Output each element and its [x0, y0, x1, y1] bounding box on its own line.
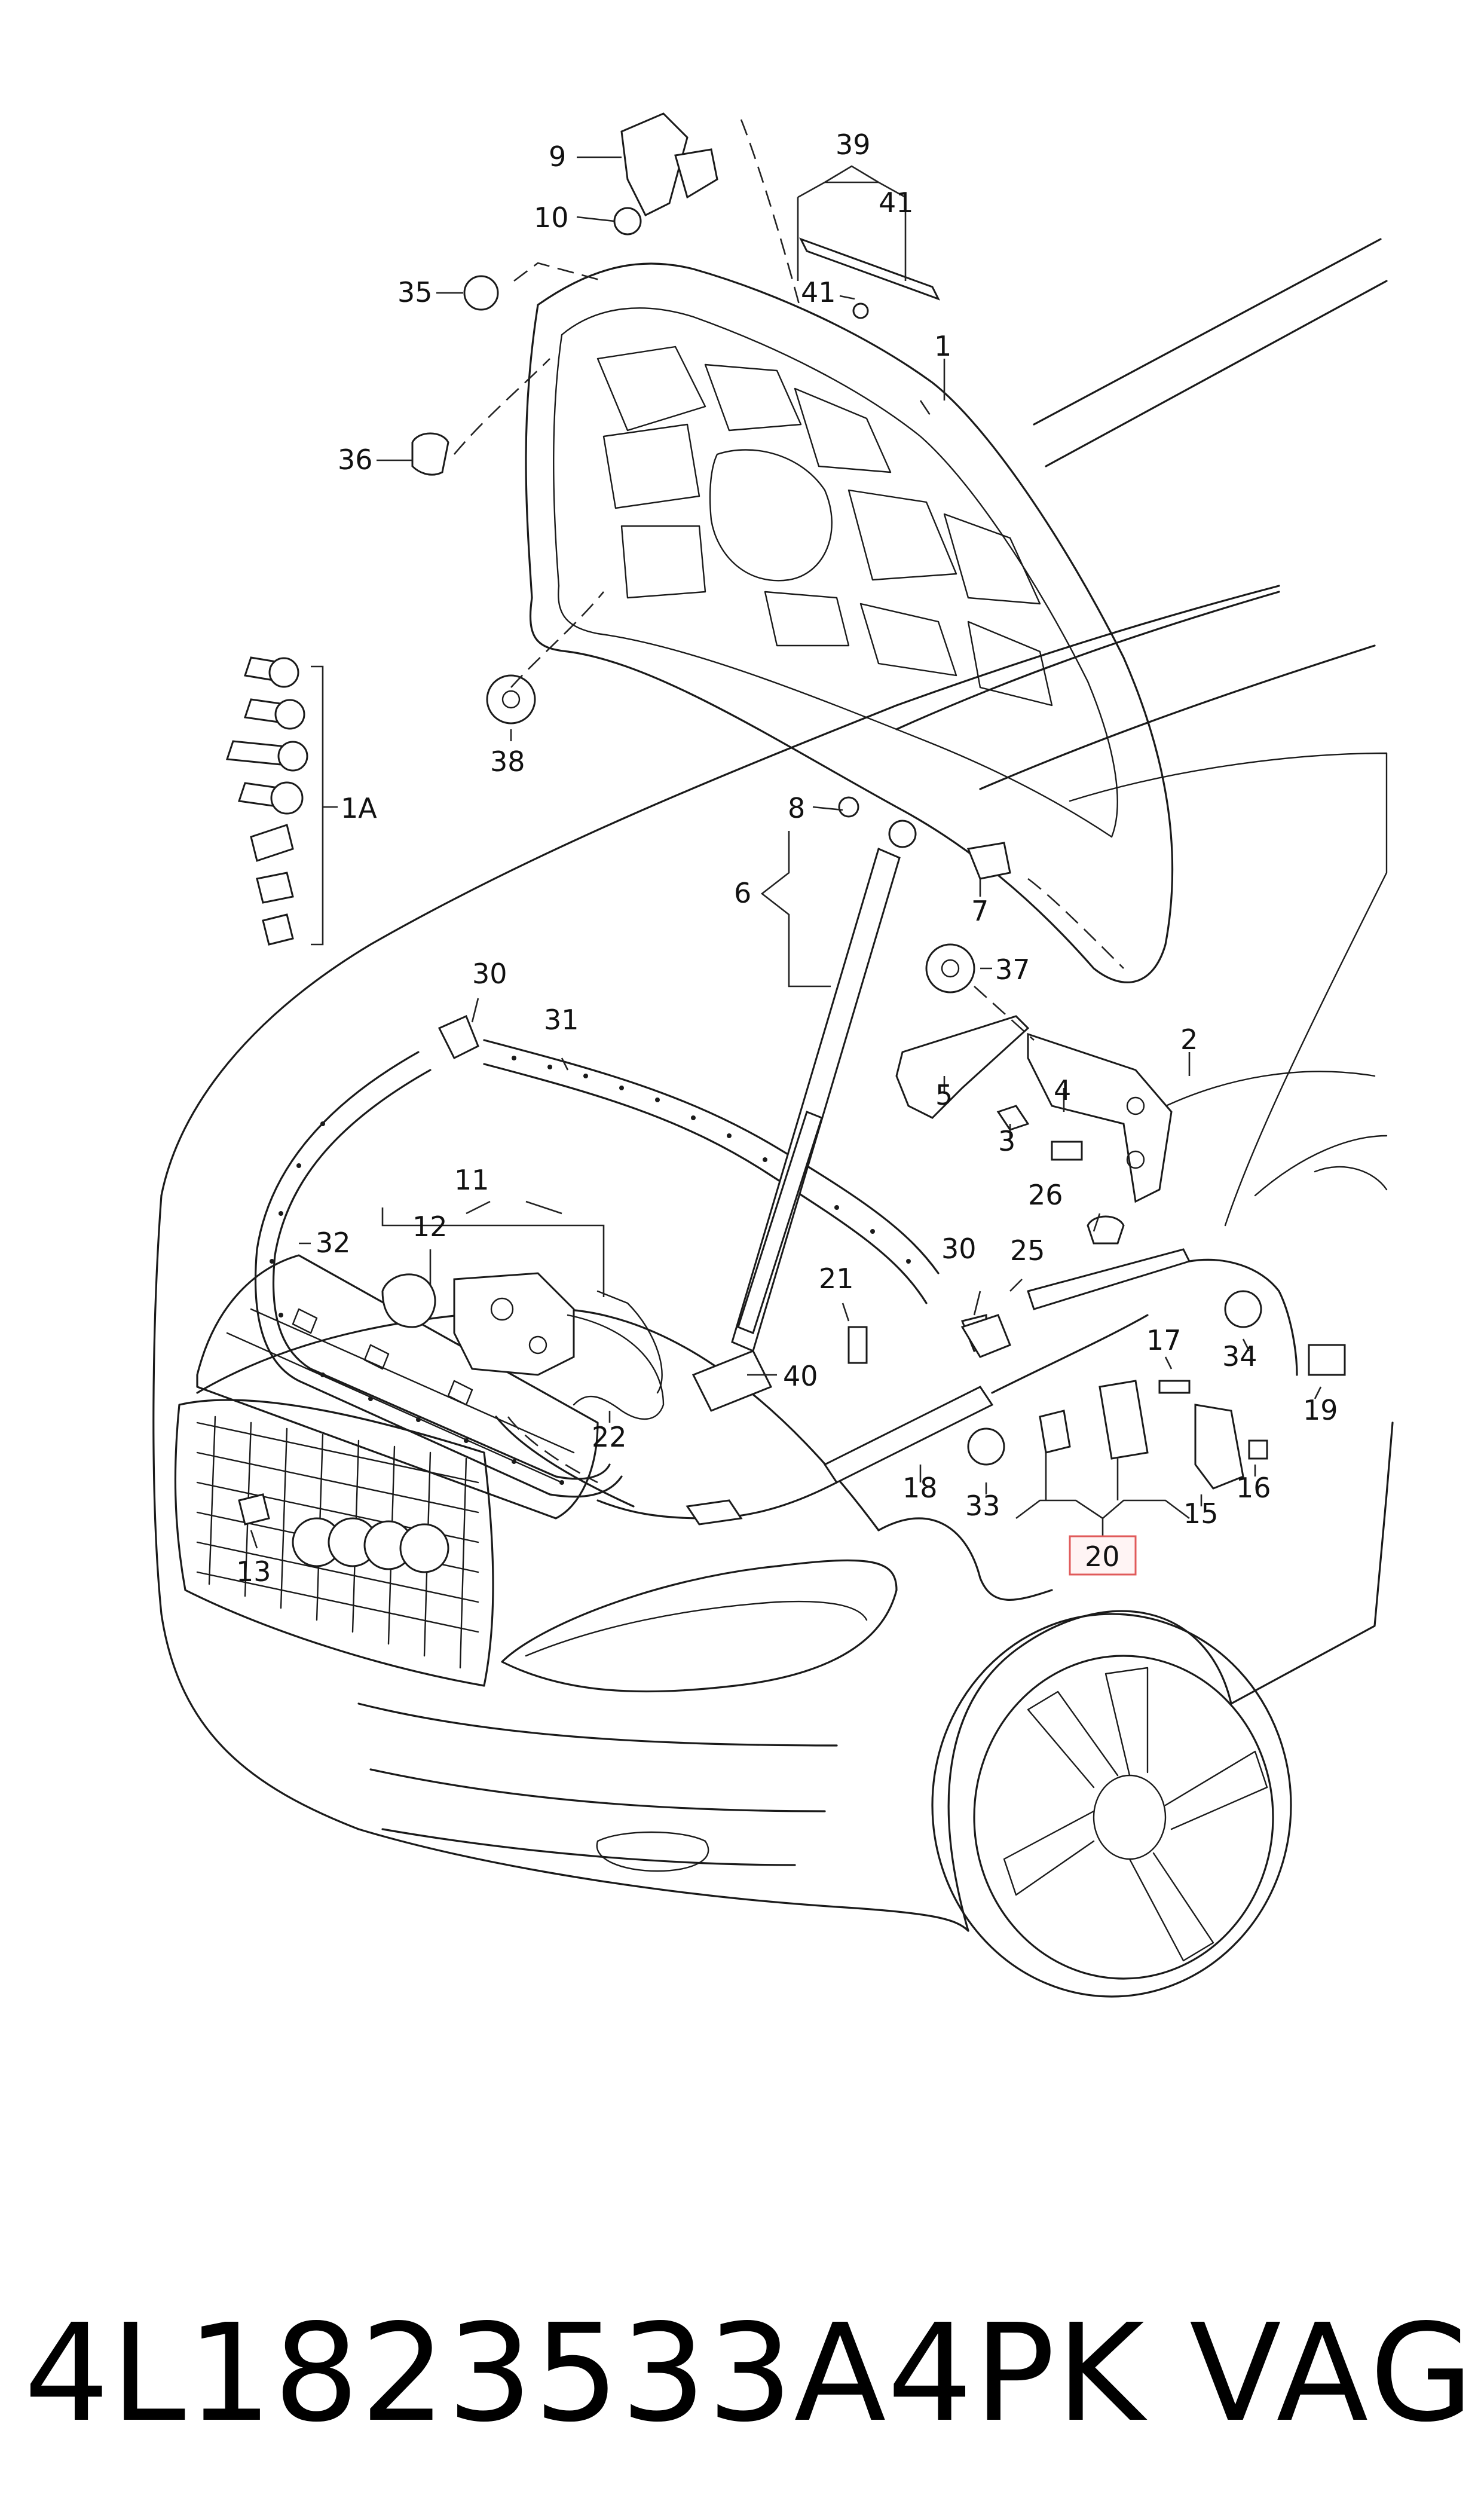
brand-name: VAG: [1189, 2295, 1477, 2452]
callout-34: 34: [1222, 1340, 1257, 1372]
small-parts: [238, 112, 1346, 1526]
callout-5: 5: [935, 1079, 953, 1111]
callout-38: 38: [490, 745, 525, 778]
callout-32: 32: [316, 1227, 351, 1259]
callout-10: 10: [534, 201, 569, 234]
callout-17: 17: [1146, 1324, 1182, 1356]
callout-41a: 41: [879, 187, 914, 219]
callout-4: 4: [1054, 1074, 1071, 1106]
lock-carrier: [196, 1254, 599, 1520]
callout-1A: 1A: [341, 792, 377, 824]
callout-1: 1: [934, 330, 951, 362]
callout-7: 7: [971, 895, 989, 927]
callout-39: 39: [836, 129, 871, 161]
callout-41b: 41: [801, 276, 836, 308]
callout-18: 18: [902, 1472, 938, 1504]
callout-40: 40: [783, 1360, 818, 1392]
gas-strut: [691, 820, 917, 1412]
callout-31: 31: [544, 1004, 579, 1036]
seal-31: [270, 1039, 940, 1485]
callout-13: 13: [236, 1555, 271, 1588]
callout-25: 25: [1010, 1234, 1045, 1267]
leader-lines: [250, 156, 1322, 1549]
part-number: 4L1823533A4PK: [24, 2295, 1146, 2452]
callout-labels: 9 10 35 36 39 41 41 1 38 1A 8 6 7 37 2 5…: [236, 129, 1338, 1588]
grille: [174, 1399, 494, 1687]
footer: 4L1823533A4PK VAG: [0, 2295, 1484, 2493]
callout-9: 9: [549, 140, 566, 173]
headlight-bumper: [357, 1559, 898, 1872]
callout-36: 36: [338, 444, 373, 476]
bonnet: [525, 262, 1174, 983]
callout-35: 35: [397, 276, 433, 308]
highlight-box-20: [1069, 1535, 1137, 1576]
callout-11: 11: [454, 1164, 489, 1196]
callout-16: 16: [1236, 1472, 1271, 1504]
callout-20: 20: [1085, 1540, 1120, 1573]
bonnet-lock: [381, 1272, 665, 1420]
callout-21: 21: [819, 1262, 854, 1295]
callout-30b: 30: [941, 1233, 977, 1265]
callout-26: 26: [1028, 1179, 1063, 1211]
callout-33: 33: [965, 1490, 1000, 1522]
callout-12: 12: [412, 1210, 448, 1243]
seal-32: [254, 1051, 623, 1498]
hinge: [895, 1015, 1173, 1203]
callout-19: 19: [1303, 1394, 1338, 1426]
dashed-lines: [454, 119, 1124, 1484]
callout-22: 22: [592, 1421, 627, 1453]
release-cable: [495, 1248, 1298, 1526]
callout-8: 8: [788, 792, 805, 824]
callout-37: 37: [995, 953, 1030, 986]
front-wheel: [931, 1613, 1292, 1998]
callout-30a: 30: [472, 958, 507, 990]
callout-2: 2: [1180, 1023, 1198, 1056]
car-body: [152, 238, 1394, 1932]
callout-15: 15: [1183, 1497, 1219, 1530]
callout-3: 3: [998, 1125, 1015, 1157]
callout-6: 6: [734, 877, 751, 909]
fastener-set-1A: [225, 656, 308, 946]
